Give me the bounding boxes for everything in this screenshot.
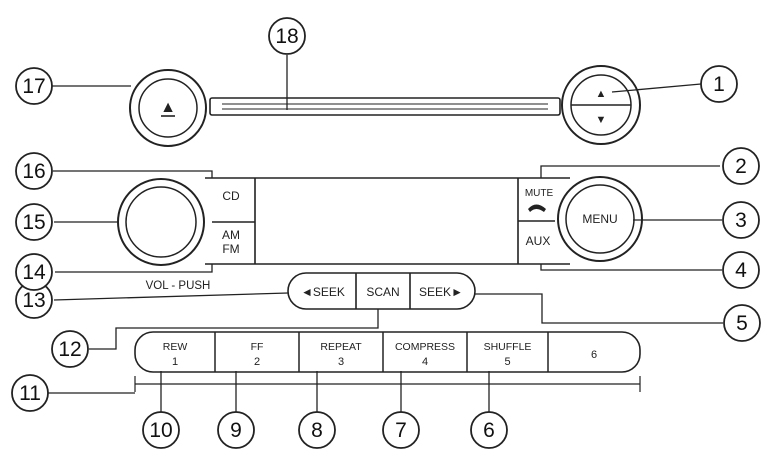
volume-knob[interactable] <box>117 178 205 266</box>
preset-button-6[interactable]: 6 <box>547 332 597 372</box>
mute-button[interactable]: MUTE <box>525 188 554 199</box>
callout-2: 2 <box>722 147 760 185</box>
aux-button[interactable]: AUX <box>526 234 551 248</box>
vol-push-label: VOL - PUSH <box>146 280 211 292</box>
svg-text:5: 5 <box>736 312 748 335</box>
callout-18: 18 <box>268 17 306 55</box>
callout-1: 1 <box>700 65 738 103</box>
svg-text:11: 11 <box>19 382 41 405</box>
callout-6: 6 <box>470 411 508 449</box>
preset-name-label: REW <box>163 341 188 353</box>
leader-lines <box>48 55 723 418</box>
cd-slot <box>209 97 561 116</box>
eject-button[interactable]: ▲ <box>129 69 207 147</box>
menu-knob[interactable]: MENU <box>557 176 643 262</box>
svg-text:17: 17 <box>22 75 45 98</box>
preset-button-2[interactable]: FF 2 <box>214 332 264 372</box>
eject-icon: ▲ <box>160 99 176 116</box>
seek-forward-button[interactable]: SEEK► <box>419 285 463 299</box>
callout-16: 16 <box>15 152 53 190</box>
callout-14: 14 <box>15 253 53 291</box>
svg-text:16: 16 <box>22 160 45 183</box>
preset-number-label: 6 <box>591 349 597 361</box>
preset-button-3[interactable]: REPEAT 3 <box>298 332 362 372</box>
callout-9: 9 <box>217 411 255 449</box>
preset-button-1[interactable]: REW 1 <box>163 341 188 368</box>
callout-8: 8 <box>298 411 336 449</box>
svg-text:MENU: MENU <box>582 212 617 226</box>
cd-button[interactable]: CD <box>222 189 240 203</box>
svg-text:2: 2 <box>735 155 747 178</box>
preset-number-label: 3 <box>338 356 344 368</box>
callout-5: 5 <box>723 304 761 342</box>
preset-name-label: SHUFFLE <box>484 341 532 353</box>
svg-text:14: 14 <box>22 261 46 284</box>
preset-name-label: FF <box>251 341 264 353</box>
tune-knob[interactable]: ▲ ▼ <box>561 65 641 145</box>
svg-text:8: 8 <box>311 419 323 442</box>
preset-number-label: 2 <box>254 356 260 368</box>
svg-text:3: 3 <box>735 209 747 232</box>
scan-button[interactable]: SCAN <box>366 285 399 299</box>
preset-bar <box>134 331 641 392</box>
preset-name-label: COMPRESS <box>395 341 455 353</box>
preset-number-label: 4 <box>422 356 428 368</box>
callout-10: 10 <box>142 411 180 449</box>
phone-icon <box>528 204 546 212</box>
callout-4: 4 <box>722 251 760 289</box>
callout-12: 12 <box>51 330 89 368</box>
seek-scan-bar <box>287 272 476 310</box>
preset-button-5[interactable]: SHUFFLE 5 <box>466 332 532 372</box>
preset-name-label: REPEAT <box>320 341 362 353</box>
down-arrow-icon: ▼ <box>596 114 607 126</box>
svg-text:4: 4 <box>735 259 747 282</box>
callout-11: 11 <box>11 374 49 412</box>
callout-17: 17 <box>15 67 53 105</box>
seek-back-button[interactable]: ◄SEEK <box>301 285 345 299</box>
svg-text:6: 6 <box>483 419 495 442</box>
svg-text:10: 10 <box>149 419 172 442</box>
callout-3: 3 <box>722 201 760 239</box>
am-label[interactable]: AM <box>222 228 240 242</box>
preset-number-label: 1 <box>172 356 178 368</box>
svg-text:7: 7 <box>395 419 407 442</box>
svg-text:15: 15 <box>22 211 45 234</box>
preset-buttons: REW 1 FF 2 REPEAT 3 COMPRESS 4 SHUFFLE 5 6 <box>163 332 597 372</box>
preset-number-label: 5 <box>504 356 510 368</box>
fm-label[interactable]: FM <box>222 242 239 256</box>
callout-7: 7 <box>382 411 420 449</box>
svg-text:1: 1 <box>713 73 725 96</box>
callout-15: 15 <box>15 203 53 241</box>
svg-text:13: 13 <box>22 289 45 312</box>
svg-text:12: 12 <box>58 338 81 361</box>
up-arrow-icon: ▲ <box>596 88 607 100</box>
preset-button-4[interactable]: COMPRESS 4 <box>382 332 455 372</box>
svg-text:18: 18 <box>275 25 298 48</box>
svg-text:9: 9 <box>230 419 242 442</box>
